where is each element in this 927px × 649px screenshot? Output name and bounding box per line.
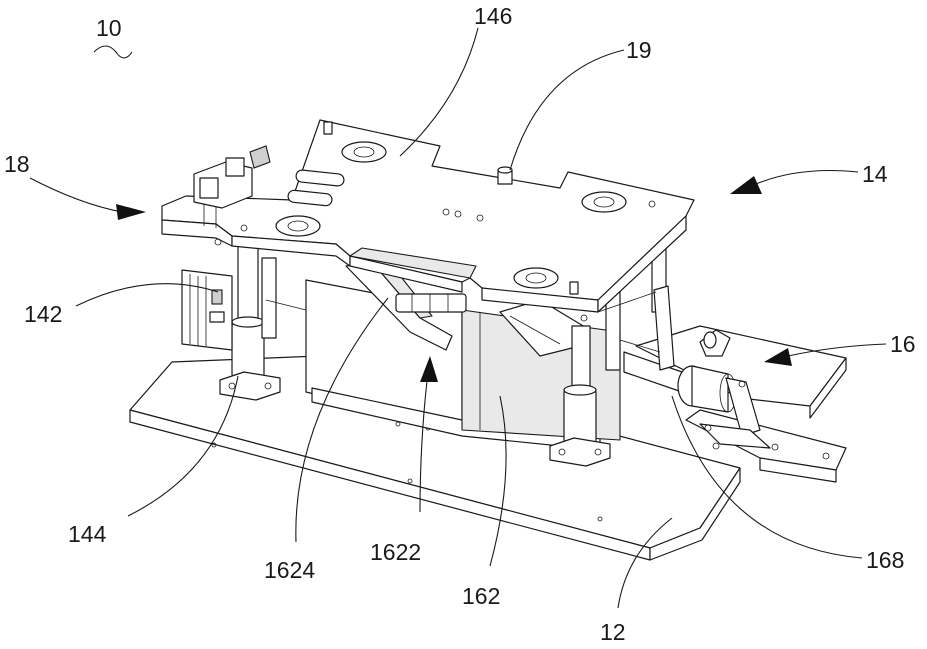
label-18: 18 [4,151,30,177]
label-168: 168 [866,547,904,573]
label-12: 12 [600,619,626,645]
label-14: 14 [862,161,888,187]
label-1622: 1622 [370,539,421,565]
label-1624: 1624 [264,557,315,583]
label-144: 144 [68,521,107,547]
arrow-14 [730,176,762,194]
label-146: 146 [474,3,512,29]
label-10: 10 [96,15,122,41]
left-side-block [182,270,232,350]
label-162: 162 [462,583,500,609]
arrow-18 [116,204,146,220]
label-16: 16 [890,331,916,357]
label-142: 142 [24,301,62,327]
label-19: 19 [626,37,652,63]
